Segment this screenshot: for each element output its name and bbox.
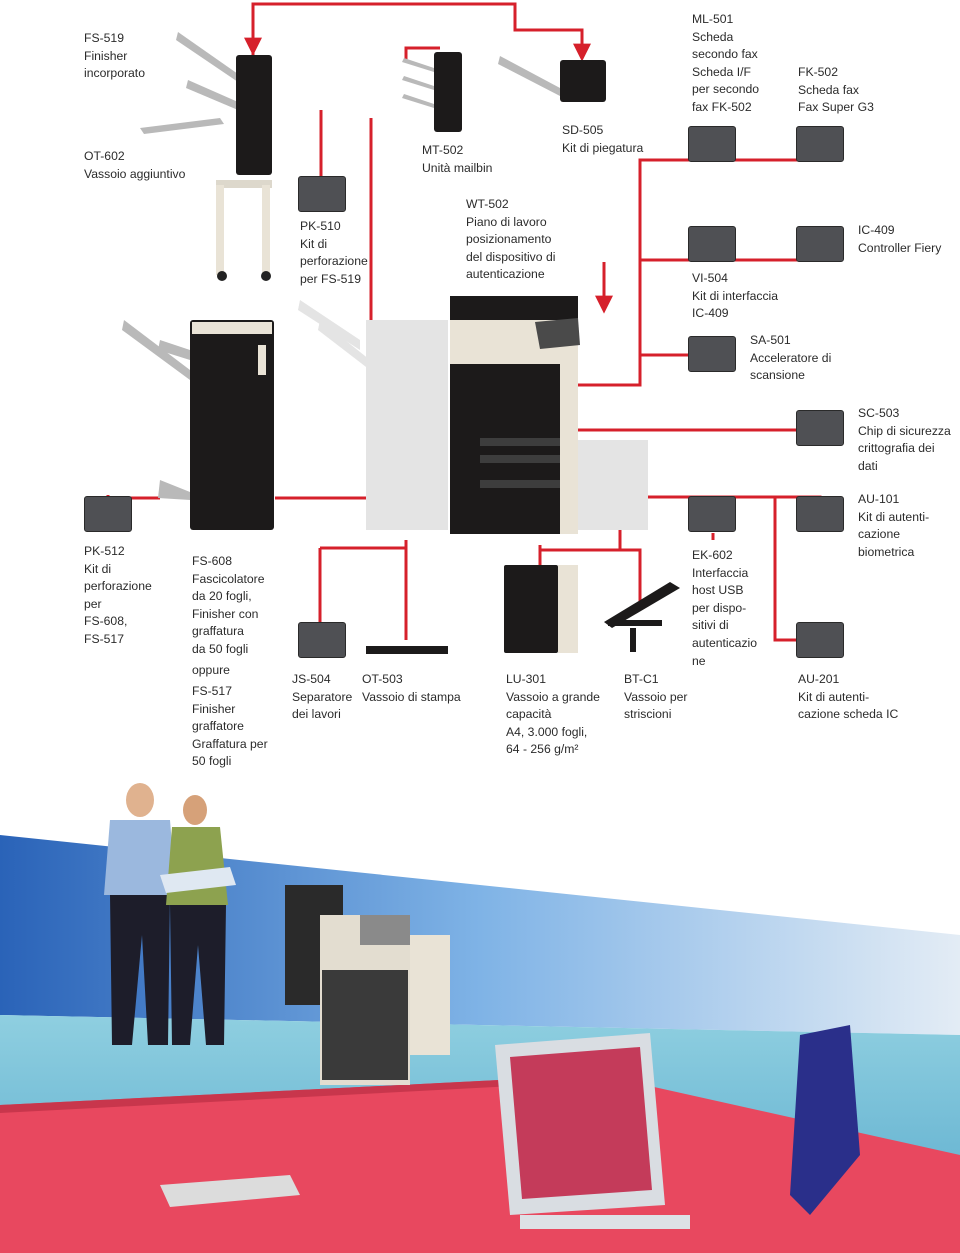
main-copier-illustration — [450, 296, 580, 534]
au101-chip — [796, 496, 844, 532]
ml501-chip — [688, 126, 736, 162]
ot503-tray-illustration — [366, 646, 448, 654]
js504-chip — [298, 622, 346, 658]
office-scene-photo — [0, 775, 960, 1253]
people-illustration — [104, 783, 236, 1045]
device-illustrations — [122, 32, 680, 654]
label-oppure: oppure — [192, 663, 230, 677]
btc1-banner-tray-illustration — [604, 582, 680, 652]
vi504-chip — [688, 226, 736, 262]
au201-chip — [796, 622, 844, 658]
lu301-lct-illustration — [504, 565, 578, 653]
sc503-chip — [796, 410, 844, 446]
pk512-chip — [84, 496, 132, 532]
photo-monitor-illustration — [495, 1033, 690, 1229]
photo-copier-illustration — [285, 885, 450, 1085]
printer-ghost-illustration — [298, 300, 648, 530]
fk502-chip — [796, 126, 844, 162]
fs519-finisher-illustration — [140, 32, 272, 281]
sa501-chip — [688, 336, 736, 372]
mt502-mailbin-illustration — [402, 52, 462, 132]
ic409-chip — [796, 226, 844, 262]
sd505-folding-illustration — [498, 56, 606, 102]
pk510-chip — [298, 176, 346, 212]
ek602-chip — [688, 496, 736, 532]
fs608-finisher-illustration — [122, 320, 274, 530]
